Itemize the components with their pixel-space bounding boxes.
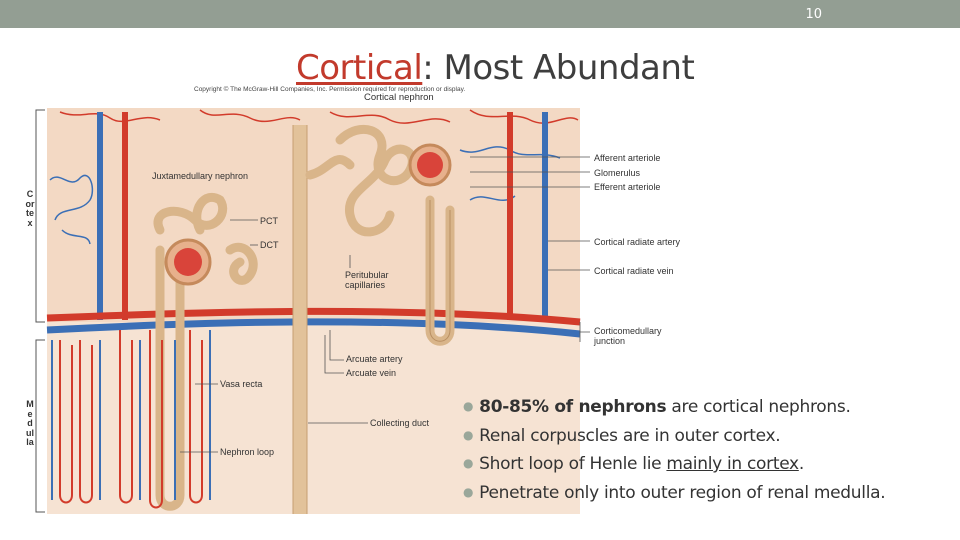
label-arcuate-vein: Arcuate vein bbox=[346, 368, 397, 378]
side-label-cortex: Cortex bbox=[25, 189, 35, 228]
slide-title: Cortical: Most Abundant bbox=[296, 48, 695, 88]
bullet-dot-icon: ● bbox=[463, 427, 474, 442]
label-cortical-radiate-artery: Cortical radiate artery bbox=[594, 237, 681, 247]
bullet-dot-icon: ● bbox=[463, 484, 474, 499]
label-peritubular-capillaries: Peritubular capillaries bbox=[345, 270, 389, 290]
label-cortical-radiate-vein: Cortical radiate vein bbox=[594, 266, 674, 276]
bullet-list: ●80-85% of nephrons are cortical nephron… bbox=[463, 393, 886, 507]
label-nephron-loop: Nephron loop bbox=[220, 447, 275, 457]
label-dct: DCT bbox=[260, 240, 279, 250]
label-arcuate-artery: Arcuate artery bbox=[346, 354, 403, 364]
label-juxtamedullary-nephron: Juxtamedullary nephron bbox=[152, 171, 249, 181]
bullet-dot-icon: ● bbox=[463, 456, 474, 470]
label-cortical-nephron: Cortical nephron bbox=[364, 92, 434, 103]
bullet-item: ●Penetrate only into outer region of ren… bbox=[463, 482, 886, 503]
label-vasa-recta: Vasa recta bbox=[220, 379, 263, 389]
bullet-dot-icon: ● bbox=[463, 399, 474, 413]
slide-number: 10 bbox=[805, 7, 822, 22]
label-afferent-arteriole: Afferent arteriole bbox=[594, 153, 661, 163]
label-efferent-arteriole: Efferent arteriole bbox=[594, 182, 661, 192]
bullet-item: ●Renal corpuscles are in outer cortex. bbox=[463, 425, 781, 446]
label-corticomedullary-junction: Corticomedullary junction bbox=[594, 326, 662, 346]
label-pct: PCT bbox=[260, 216, 278, 226]
title-keyword: Cortical bbox=[296, 48, 423, 88]
label-glomerulus: Glomerulus bbox=[594, 168, 641, 178]
title-rest: : Most Abundant bbox=[422, 48, 695, 88]
label-collecting-duct: Collecting duct bbox=[370, 418, 430, 428]
top-bar bbox=[0, 0, 960, 28]
nephron-illustration bbox=[35, 108, 590, 514]
bullet-item: ●80-85% of nephrons are cortical nephron… bbox=[463, 397, 851, 417]
copyright-notice: Copyright © The McGraw-Hill Companies, I… bbox=[194, 86, 466, 93]
side-label-medulla: Medulla bbox=[26, 399, 34, 447]
bullet-item: ●Short loop of Henle lie mainly in corte… bbox=[463, 454, 804, 474]
